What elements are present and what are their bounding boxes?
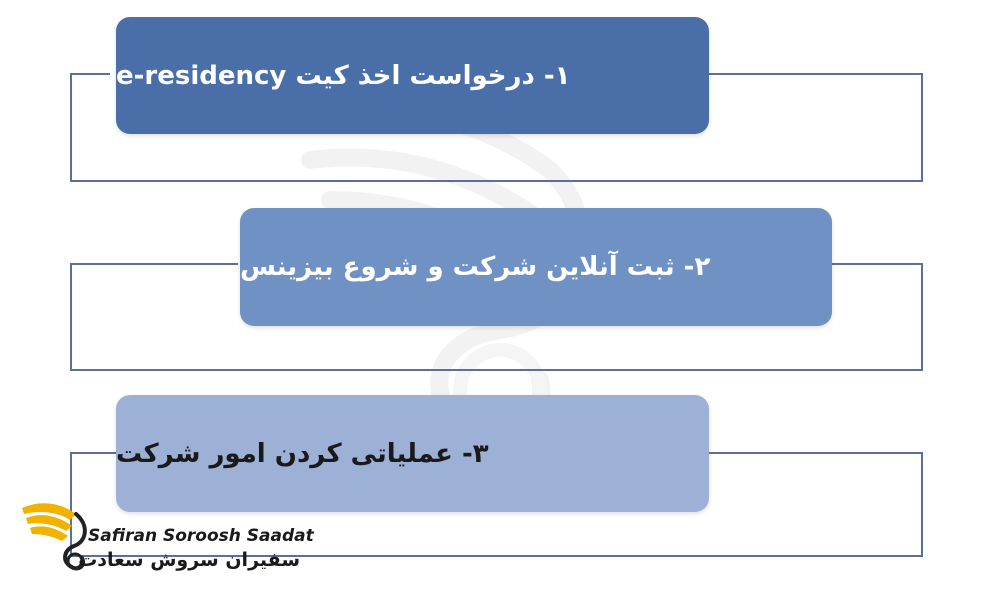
step-box-1: ۱- درخواست اخذ کیت e-residency: [116, 17, 709, 134]
step-label-3: ۳- عملیاتی کردن امور شرکت: [116, 438, 489, 469]
step-box-2: ۲- ثبت آنلاین شرکت و شروع بیزینس: [240, 208, 832, 326]
step-frame-1: [70, 73, 923, 182]
logo-name-fa: سفیران سروش سعادت: [78, 549, 300, 571]
step-label-2: ۲- ثبت آنلاین شرکت و شروع بیزینس: [240, 252, 711, 282]
step-frame-3: [70, 452, 923, 557]
step-frame-2: [70, 263, 923, 371]
swan-wing-icon: [22, 503, 87, 571]
step-box-3: ۳- عملیاتی کردن امور شرکت: [116, 395, 709, 512]
logo-name-en: Safiran Soroosh Saadat: [88, 526, 314, 546]
company-logo: Safiran Soroosh Saadat سفیران سروش سعادت: [20, 494, 314, 584]
step-label-1: ۱- درخواست اخذ کیت e-residency: [116, 60, 571, 91]
